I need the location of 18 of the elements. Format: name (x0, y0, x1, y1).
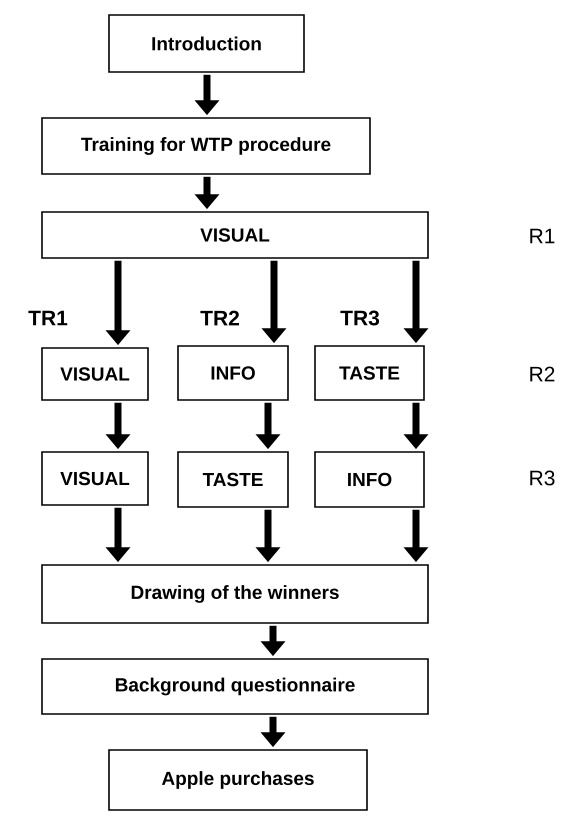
process-box: VISUAL (41, 211, 429, 259)
process-box: VISUAL (41, 347, 149, 401)
process-box: TASTE (314, 345, 425, 401)
row-label: TR3 (340, 310, 380, 326)
process-box: Drawing of the winners (41, 564, 429, 624)
process-box: INFO (177, 345, 289, 401)
process-box: Background questionnaire (41, 658, 429, 715)
row-label: TR2 (200, 310, 239, 326)
process-box: Apple purchases (108, 749, 368, 811)
row-label: R1 (530, 228, 554, 244)
row-label: R2 (530, 366, 554, 382)
process-box: Introduction (108, 14, 305, 73)
process-box: VISUAL (41, 451, 149, 506)
process-box: Training for WTP procedure (41, 117, 371, 175)
process-box: TASTE (177, 451, 289, 508)
row-label: R3 (530, 470, 554, 486)
process-box: INFO (314, 451, 425, 508)
row-label: TR1 (28, 310, 68, 326)
